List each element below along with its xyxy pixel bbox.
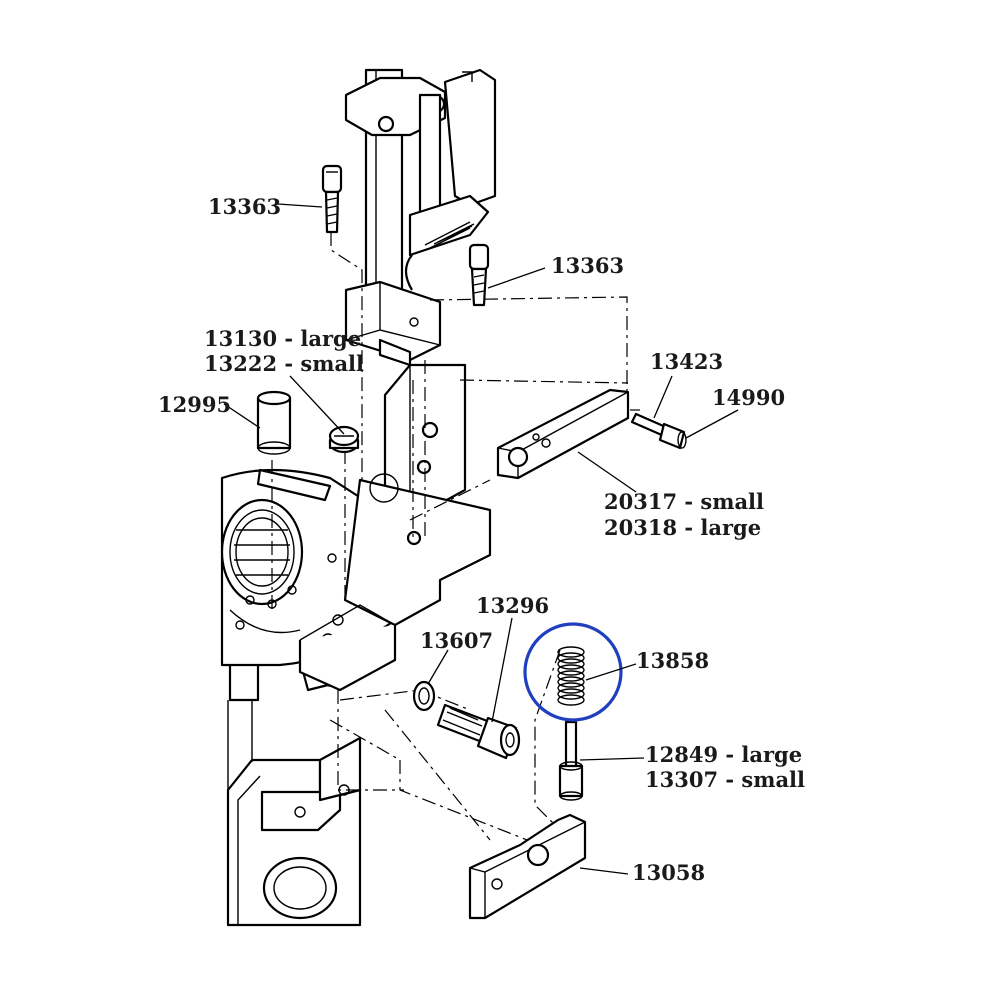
label-bracket: 13058	[632, 860, 705, 885]
pin-part	[256, 390, 292, 455]
plunger-part	[558, 720, 584, 801]
label-retainer-large: 13130 - large	[204, 326, 361, 351]
label-spring: 13858	[636, 648, 709, 673]
bolt-part	[630, 412, 687, 450]
label-clip: 13607	[420, 628, 493, 653]
bracket-part	[468, 813, 587, 920]
leader-lines	[223, 203, 739, 875]
label-plunger-large: 12849 - large	[645, 742, 802, 767]
label-retainer-small: 13222 - small	[204, 351, 364, 376]
stud-part	[436, 703, 521, 760]
screw-left-part	[321, 164, 343, 234]
label-screw-right: 13363	[551, 253, 624, 278]
label-washer: 14990	[712, 385, 785, 410]
label-plate-small: 20317 - small	[604, 489, 764, 514]
label-bolt: 13423	[650, 349, 723, 374]
plate-part	[496, 388, 630, 480]
spring-part	[557, 646, 585, 706]
main-body	[220, 363, 492, 927]
label-pin: 12995	[158, 392, 231, 417]
highlight-circle	[523, 622, 623, 722]
label-screw-left: 13363	[208, 194, 281, 219]
upper-column-assembly	[344, 68, 497, 367]
label-plate-large: 20318 - large	[604, 515, 761, 540]
screw-right-part	[468, 243, 490, 307]
retainer-part	[328, 425, 360, 454]
assembly-centerlines	[271, 232, 640, 846]
clip-part	[412, 680, 436, 712]
label-plunger-small: 13307 - small	[645, 767, 805, 792]
label-stud: 13296	[476, 593, 549, 618]
